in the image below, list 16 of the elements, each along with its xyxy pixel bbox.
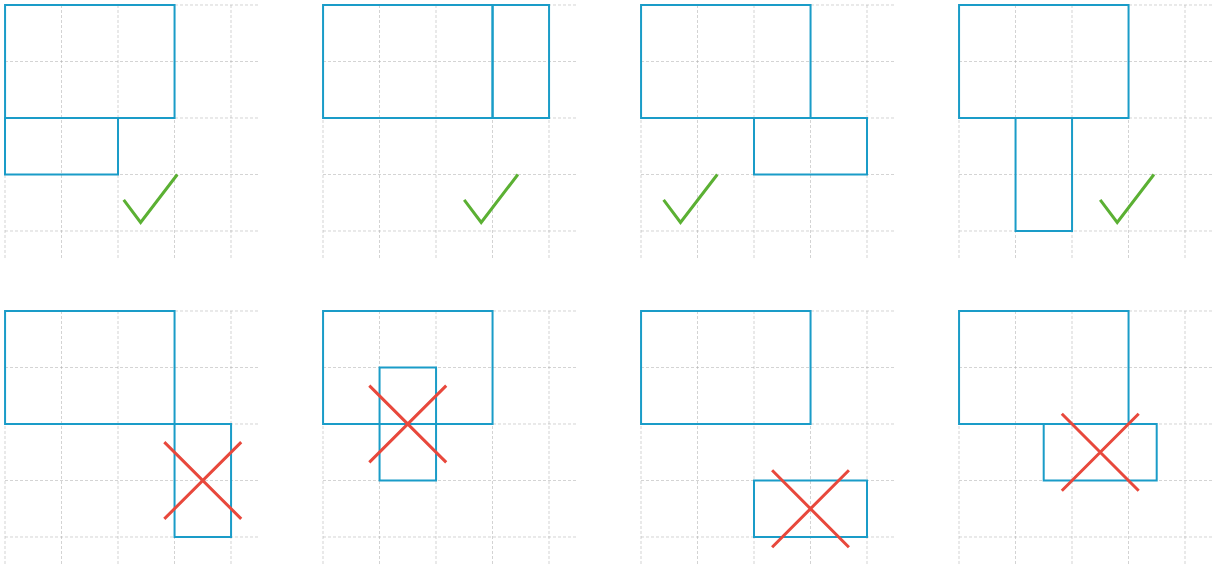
rectangle <box>1014 117 1074 232</box>
rectangle <box>173 423 233 538</box>
rectangle <box>4 4 176 119</box>
rectangle <box>640 4 812 119</box>
rectangle <box>640 310 812 425</box>
rectangle <box>4 116 119 176</box>
rectangle <box>958 310 1130 425</box>
rectangle <box>378 366 438 482</box>
rectangle <box>322 4 494 119</box>
rectangle <box>4 310 176 425</box>
rectangle <box>753 116 868 176</box>
rectangle <box>753 479 868 539</box>
rectangle <box>1042 422 1158 482</box>
rectangle <box>322 310 494 425</box>
rectangle <box>491 4 551 119</box>
rectangle <box>958 4 1130 119</box>
